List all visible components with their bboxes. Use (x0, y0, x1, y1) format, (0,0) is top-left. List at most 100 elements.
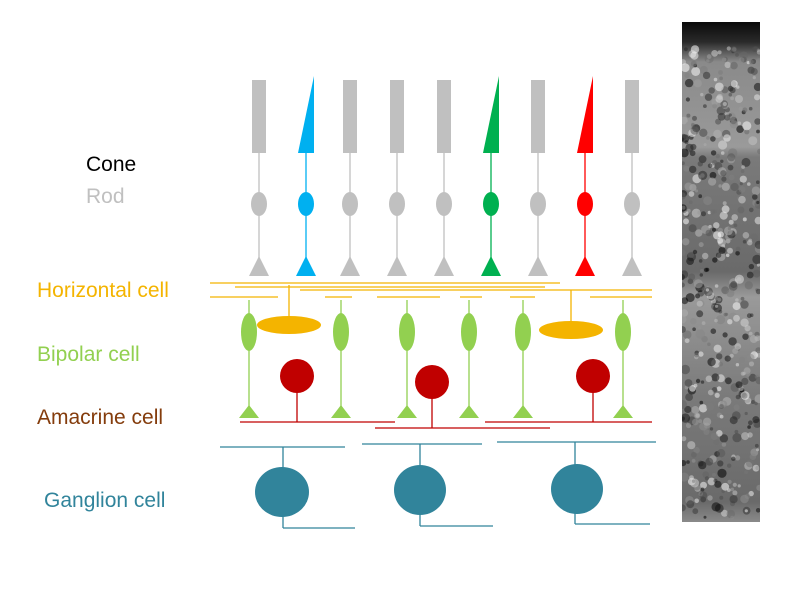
micrograph-cell (727, 463, 732, 468)
micrograph-cell (693, 383, 698, 388)
micrograph-cell (742, 217, 747, 222)
micrograph-cell (705, 375, 713, 383)
micrograph-cell (734, 343, 742, 350)
micrograph-cell (729, 353, 734, 358)
micrograph-cell (716, 449, 726, 458)
micrograph-cell (719, 404, 724, 409)
micrograph-cell (753, 82, 760, 92)
micrograph-cell (742, 107, 748, 113)
rod-outer-segment (252, 80, 266, 153)
micrograph-cell (718, 140, 728, 150)
micrograph-cell (742, 239, 747, 244)
micrograph-cell (744, 509, 748, 513)
micrograph-cell (699, 273, 703, 277)
bipolar-cell-layer (239, 300, 633, 418)
micrograph-cell (692, 508, 699, 515)
micrograph-cell (730, 515, 735, 520)
micrograph-cell (682, 270, 689, 279)
micrograph-cell (722, 201, 727, 206)
micrograph-cell (721, 176, 727, 182)
micrograph-cell (714, 296, 719, 301)
micrograph-cell (704, 476, 709, 481)
micrograph-cell (711, 50, 718, 57)
bipolar-terminal (239, 405, 259, 418)
micrograph-cell (719, 495, 724, 500)
micrograph-cell (735, 381, 743, 389)
micrograph-cell (744, 129, 750, 135)
micrograph-cell (750, 68, 758, 75)
micrograph-cell (702, 252, 709, 260)
micrograph-cell (718, 361, 724, 367)
photoreceptor-soma (624, 192, 640, 216)
photoreceptor-soma (577, 192, 593, 216)
micrograph-cell (756, 129, 760, 134)
micrograph-cell (690, 60, 697, 67)
micrograph-cell (749, 207, 754, 213)
micrograph-cell (756, 50, 760, 55)
micrograph-cell (730, 46, 737, 53)
micrograph-cell (682, 460, 687, 467)
micrograph-cell (682, 330, 692, 340)
micrograph-cell (684, 78, 694, 88)
micrograph-cell (754, 443, 759, 448)
micrograph-cell (705, 229, 713, 237)
micrograph-cell (750, 400, 755, 404)
micrograph-cell (711, 502, 721, 512)
amacrine-cell-soma (576, 359, 610, 393)
micrograph-cell (713, 439, 720, 445)
micrograph-cell (682, 282, 685, 288)
bipolar-cell (331, 300, 351, 418)
micrograph-cell (738, 106, 743, 112)
amacrine-cell-soma (415, 365, 449, 399)
micrograph-cell (714, 318, 718, 323)
micrograph-cell (685, 97, 690, 102)
micrograph-cell (694, 189, 699, 193)
micrograph-cell (737, 206, 745, 214)
micrograph-cell (727, 247, 733, 254)
micrograph-cell (694, 498, 699, 504)
micrograph-cell (691, 479, 696, 483)
micrograph-cell (690, 318, 697, 325)
micrograph-cell (685, 422, 692, 429)
photoreceptor-soma (389, 192, 405, 216)
photoreceptor-terminal (528, 256, 548, 276)
micrograph-cell (690, 143, 697, 151)
micrograph-cell (694, 412, 701, 419)
micrograph-cell (735, 251, 740, 256)
micrograph-cell (728, 337, 737, 346)
micrograph-cell (754, 94, 760, 101)
micrograph-cell (726, 289, 735, 298)
micrograph-cell (713, 344, 722, 353)
micrograph-cell (711, 373, 720, 382)
micrograph-cell (727, 164, 734, 171)
bipolar-soma (515, 313, 531, 351)
micrograph-cell (748, 331, 753, 336)
micrograph-cell (707, 342, 711, 347)
bipolar-cell (613, 300, 633, 418)
photoreceptor-terminal (575, 256, 595, 276)
micrograph-cell (706, 136, 710, 140)
micrograph-cell (721, 509, 728, 517)
cone-outer-segment (298, 76, 314, 153)
micrograph-cell (691, 67, 701, 76)
micrograph-cell (729, 416, 738, 425)
micrograph-cell (718, 70, 723, 75)
micrograph-cell (683, 165, 690, 172)
rod-outer-segment (390, 80, 404, 153)
micrograph-cell (683, 218, 689, 225)
micrograph-cell (709, 171, 717, 179)
micrograph-cell (728, 219, 734, 225)
micrograph-cell (685, 393, 693, 401)
micrograph-cell (740, 300, 749, 309)
micrograph-cell (703, 429, 710, 435)
horizontal-cell-layer (210, 282, 652, 339)
micrograph-cell (689, 149, 693, 154)
micrograph-cell (756, 263, 760, 267)
photoreceptor-soma (342, 192, 358, 216)
micrograph-cell (741, 432, 750, 441)
micrograph-cell (694, 47, 698, 51)
micrograph-cell (725, 253, 730, 258)
ganglion-cell-soma (394, 465, 446, 515)
micrograph-cell (686, 460, 690, 464)
